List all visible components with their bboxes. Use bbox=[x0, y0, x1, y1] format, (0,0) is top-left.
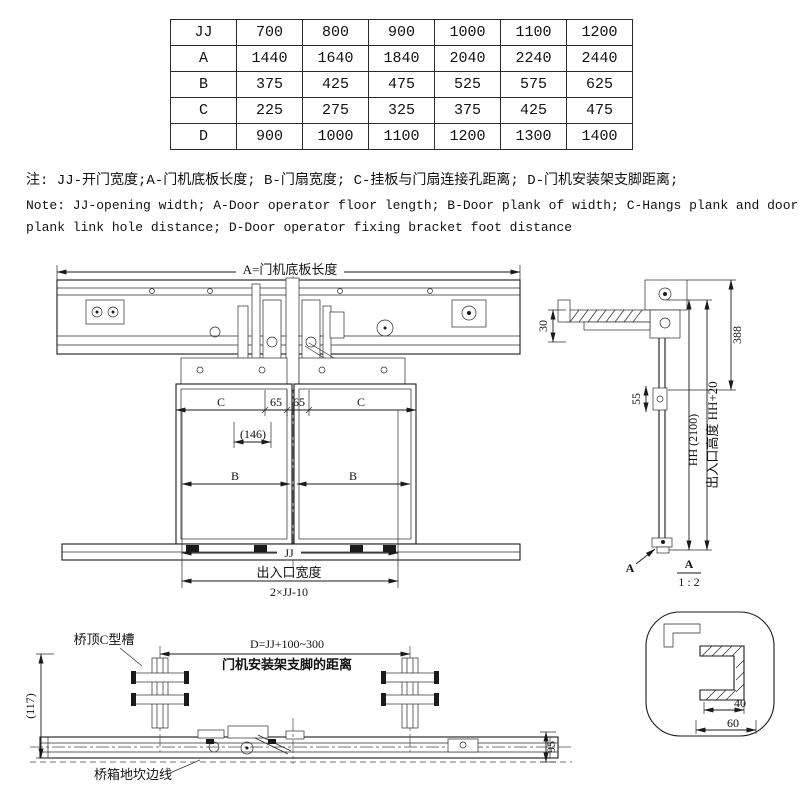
note-line-en2: plank link hole distance; D-Door operato… bbox=[26, 220, 573, 235]
table-cell: 1300 bbox=[500, 123, 567, 150]
table-cell: 1400 bbox=[566, 123, 633, 150]
dim-388: 388 bbox=[730, 326, 744, 344]
beam-center-mechanism bbox=[197, 718, 479, 764]
detail-scale-name: A bbox=[685, 557, 694, 571]
dim-146: (146) bbox=[240, 427, 266, 441]
detail-scale-value: 1 : 2 bbox=[678, 575, 699, 589]
base-beam bbox=[39, 736, 559, 759]
table-cell: 1200 bbox=[434, 123, 501, 150]
table-cell: 2440 bbox=[566, 45, 633, 72]
front-view: A=门机底板长度 bbox=[56, 261, 521, 599]
table-row-c: C 225 275 325 375 425 475 bbox=[170, 97, 633, 124]
hanger-plate-left bbox=[180, 357, 288, 385]
notes-block: 注: JJ-开门宽度;A-门机底板长度; B-门扇宽度; C-挂板与门扇连接孔距… bbox=[26, 170, 799, 239]
detail-frame bbox=[645, 611, 775, 737]
dim-146-group: (146) bbox=[233, 422, 272, 448]
sill-edge-label: 桥箱地坎边线 bbox=[94, 767, 172, 782]
detail-arrow-label: A bbox=[626, 561, 635, 575]
row-label: A bbox=[170, 45, 237, 72]
bottom-view: 桥顶C型槽 D=JJ+100~300 门机安装架支脚的距离 bbox=[23, 632, 572, 782]
dim-jj: JJ bbox=[284, 546, 294, 560]
dimension-table: JJ 700 800 900 1000 1100 1200 A 1440 164… bbox=[170, 19, 633, 150]
table-cell: 1100 bbox=[500, 19, 567, 46]
belt-pulley bbox=[376, 319, 394, 337]
row-label: C bbox=[170, 97, 237, 124]
entrance-height-label: 出入口高度 HH+20 bbox=[705, 381, 720, 488]
dim-a-label: A=门机底板长度 bbox=[243, 262, 338, 277]
table-cell: 425 bbox=[302, 71, 369, 98]
table-cell: 425 bbox=[500, 97, 567, 124]
dim-40: 40 bbox=[734, 696, 746, 710]
fixing-bracket-left bbox=[131, 646, 189, 752]
table-cell: 1100 bbox=[368, 123, 435, 150]
dim-95: 95 bbox=[544, 741, 558, 753]
row-label: JJ bbox=[170, 19, 237, 46]
dim-b-right: B bbox=[349, 469, 357, 483]
c-65-dimension-row: C 65 65 C bbox=[175, 390, 417, 416]
table-cell: 475 bbox=[566, 97, 633, 124]
c-channel-label: 桥顶C型槽 bbox=[74, 632, 135, 647]
hanger-plate-right bbox=[298, 357, 406, 385]
row-label: D bbox=[170, 123, 237, 150]
dim-c-right: C bbox=[357, 395, 365, 409]
dim-c-left: C bbox=[217, 395, 225, 409]
table-cell: 275 bbox=[302, 97, 369, 124]
technical-drawing: A=门机底板长度 bbox=[23, 261, 775, 782]
table-row-jj: JJ 700 800 900 1000 1100 1200 bbox=[170, 19, 633, 46]
note-line-cn: 注: JJ-开门宽度;A-门机底板长度; B-门扇宽度; C-挂板与门扇连接孔距… bbox=[26, 173, 679, 189]
table-cell: 325 bbox=[368, 97, 435, 124]
entrance-width-label: 出入口宽度 bbox=[256, 565, 321, 580]
table-cell: 1440 bbox=[236, 45, 303, 72]
table-cell: 1000 bbox=[302, 123, 369, 150]
table-cell: 1640 bbox=[302, 45, 369, 72]
table-cell: 1840 bbox=[368, 45, 435, 72]
table-row-d: D 900 1000 1100 1200 1300 1400 bbox=[170, 123, 633, 150]
table-cell: 225 bbox=[236, 97, 303, 124]
table-row-a: A 1440 1640 1840 2040 2240 2440 bbox=[170, 45, 633, 72]
dim-65-right: 65 bbox=[293, 395, 305, 409]
dim-60: 60 bbox=[727, 716, 739, 730]
table-cell: 575 bbox=[500, 71, 567, 98]
table-cell: 2040 bbox=[434, 45, 501, 72]
table-cell: 1200 bbox=[566, 19, 633, 46]
dim-30: 30 bbox=[536, 320, 550, 332]
dim-65-left: 65 bbox=[270, 395, 282, 409]
entrance-width-formula: 2×JJ-10 bbox=[270, 585, 308, 599]
table-row-b: B 375 425 475 525 575 625 bbox=[170, 71, 633, 98]
table-cell: 375 bbox=[236, 71, 303, 98]
dim-117: (117) bbox=[23, 693, 37, 719]
detail-clip bbox=[663, 623, 701, 648]
table-cell: 625 bbox=[566, 71, 633, 98]
detail-view: 40 60 bbox=[645, 611, 775, 737]
c-channel-profile bbox=[699, 645, 745, 701]
dim-55: 55 bbox=[629, 393, 643, 405]
bracket-distance-label: 门机安装架支脚的距离 bbox=[222, 657, 352, 672]
hatched-plate bbox=[557, 299, 651, 331]
table-cell: 700 bbox=[236, 19, 303, 46]
dim-b-left: B bbox=[231, 469, 239, 483]
table-cell: 1000 bbox=[434, 19, 501, 46]
table-cell: 800 bbox=[302, 19, 369, 46]
note-line-en1: Note: JJ-opening width; A-Door operator … bbox=[26, 198, 799, 213]
table-cell: 525 bbox=[434, 71, 501, 98]
table-cell: 900 bbox=[236, 123, 303, 150]
table-cell: 375 bbox=[434, 97, 501, 124]
side-view: 30 55 388 HH (2100) 出入口高度 HH+20 A A 1 : … bbox=[536, 279, 744, 589]
row-label: B bbox=[170, 71, 237, 98]
table-cell: 475 bbox=[368, 71, 435, 98]
dim-hh-2100: HH (2100) bbox=[686, 414, 700, 466]
table-cell: 900 bbox=[368, 19, 435, 46]
table-cell: 2240 bbox=[500, 45, 567, 72]
dim-d-formula: D=JJ+100~300 bbox=[250, 637, 324, 651]
fixing-bracket-right bbox=[381, 646, 439, 752]
